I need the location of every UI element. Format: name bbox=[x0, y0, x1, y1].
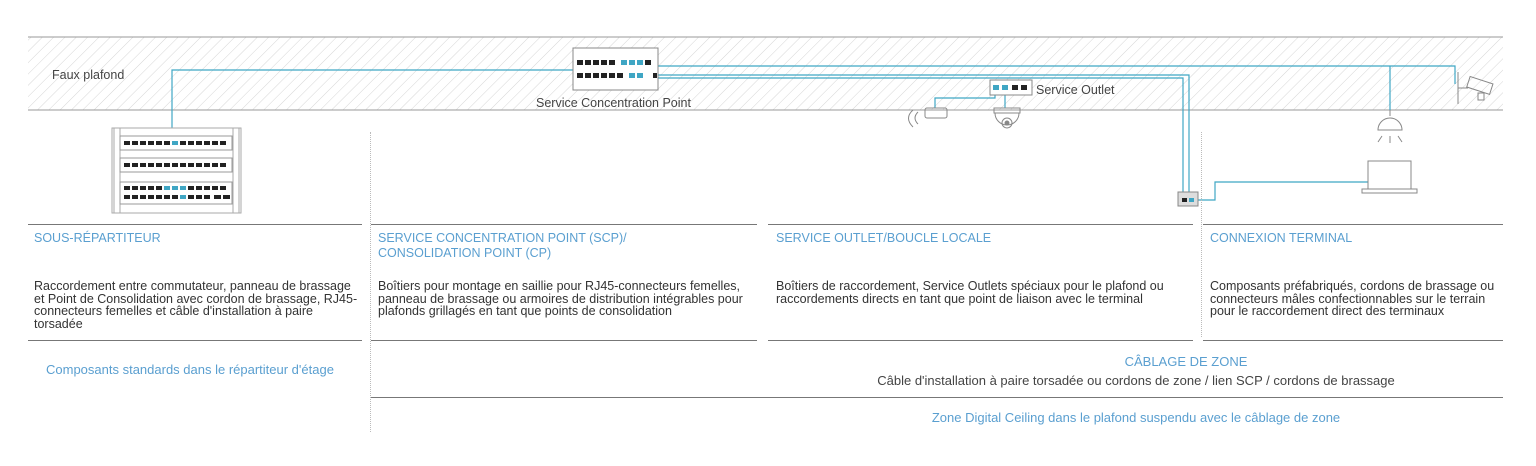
column-rule-top bbox=[28, 224, 362, 225]
zone-rule bbox=[371, 397, 1503, 398]
digital-ceiling-label: Zone Digital Ceiling dans le plafond sus… bbox=[931, 410, 1341, 425]
column-desc-scp: Boîtiers pour montage en saillie pour RJ… bbox=[378, 279, 743, 318]
zone-cabling-subtitle: Câble d'installation à paire torsadée ou… bbox=[877, 373, 1395, 388]
floor-outlet-icon bbox=[1177, 191, 1199, 207]
service-outlet-icon bbox=[989, 79, 1033, 96]
bullet-camera-icon bbox=[1457, 72, 1494, 104]
column-rule-bottom bbox=[768, 340, 1193, 341]
column-title-scp: SERVICE CONCENTRATION POINT (SCP)/ CONSO… bbox=[378, 231, 627, 260]
laptop-icon bbox=[1361, 160, 1418, 194]
standard-components-label: Composants standards dans le répartiteur… bbox=[46, 362, 334, 377]
column-separator bbox=[370, 132, 371, 432]
ceiling-light-icon bbox=[1377, 110, 1403, 143]
column-rule-top bbox=[768, 224, 1193, 225]
zone-cabling-title: CÂBLAGE DE ZONE bbox=[1124, 354, 1248, 369]
false-ceiling bbox=[28, 36, 1503, 111]
column-rule-bottom bbox=[1203, 340, 1503, 341]
column-title-service-outlet: SERVICE OUTLET/BOUCLE LOCALE bbox=[776, 231, 992, 245]
false-ceiling-label: Faux plafond bbox=[52, 68, 125, 82]
dome-camera-icon bbox=[993, 107, 1021, 129]
column-title-terminal: CONNEXION TERMINAL bbox=[1210, 231, 1353, 245]
column-desc-terminal: Composants préfabriqués, cordons de bras… bbox=[1210, 279, 1495, 318]
column-rule-top bbox=[1203, 224, 1503, 225]
column-desc-service-outlet: Boîtiers de raccordement, Service Outlet… bbox=[776, 279, 1164, 306]
column-desc-sous-repartiteur: Raccordement entre commutateur, panneau … bbox=[34, 279, 358, 331]
wifi-access-point-icon bbox=[908, 107, 948, 128]
column-title-sous-repartiteur: SOUS-RÉPARTITEUR bbox=[34, 231, 161, 245]
service-outlet-label: Service Outlet bbox=[1036, 83, 1115, 97]
column-separator bbox=[1201, 132, 1202, 337]
column-rule-bottom bbox=[28, 340, 362, 341]
scp-label: Service Concentration Point bbox=[536, 96, 691, 110]
column-rule-top bbox=[371, 224, 757, 225]
scp-panel-icon bbox=[572, 47, 659, 91]
column-rule-bottom bbox=[371, 340, 757, 341]
patch-panel-icon bbox=[111, 127, 242, 214]
